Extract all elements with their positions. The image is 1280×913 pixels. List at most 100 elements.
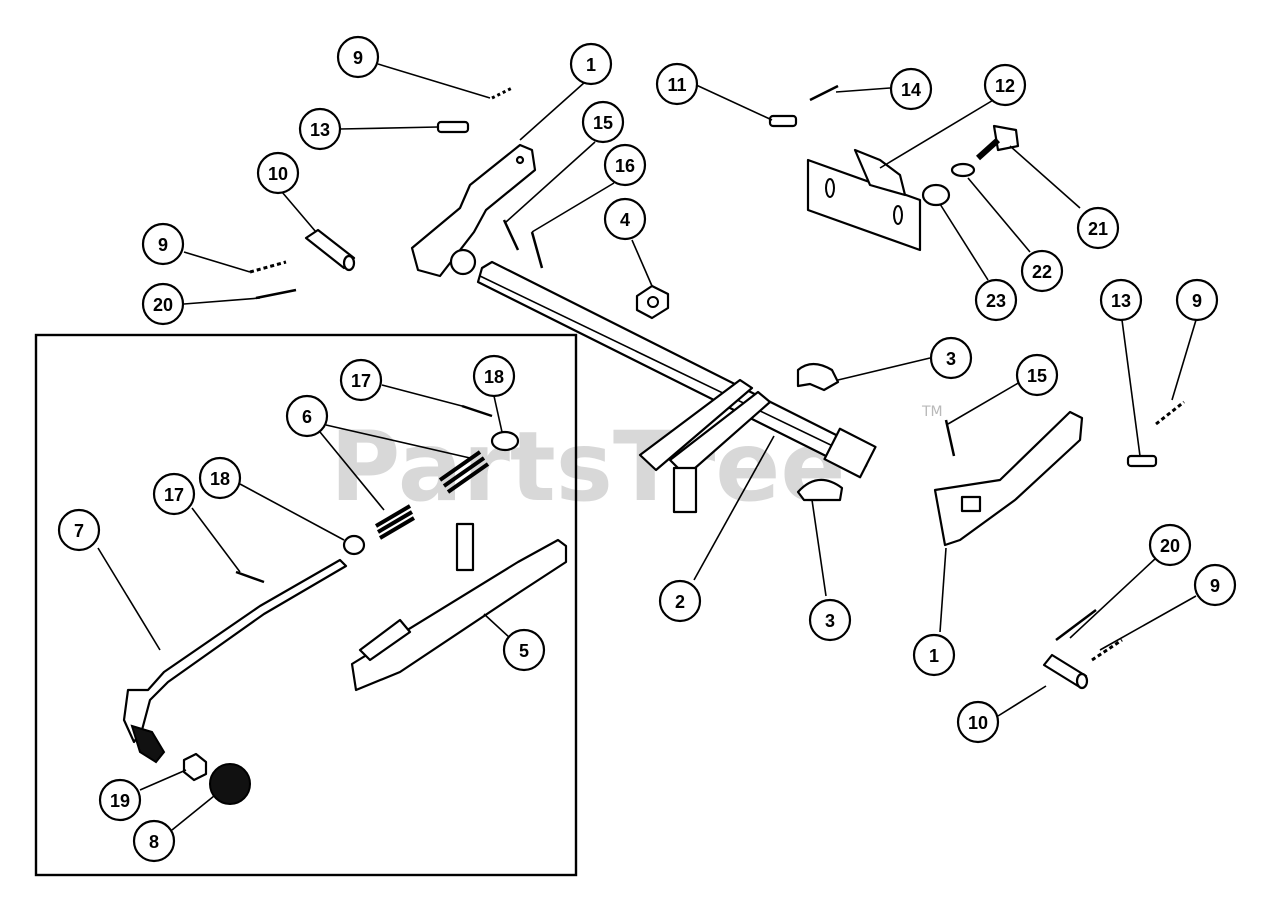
callout-2: 2 [658,579,702,623]
callout-label: 17 [164,485,184,505]
callout-circle [808,598,852,642]
callout-circle [132,819,176,863]
callout-circle [152,472,196,516]
callout-circle [98,778,142,822]
pin-part-10-upper [304,228,356,272]
callout-label: 7 [74,521,84,541]
callout-circle [1193,563,1237,607]
callout-18: 18 [198,456,242,500]
callout-label: 9 [1210,576,1220,596]
callout-circle [974,278,1018,322]
watermark-tm: TM [921,404,943,420]
nut-part-19 [182,752,208,782]
callout-label: 16 [615,156,635,176]
washer-part-18-lower [342,534,366,556]
callout-label: 1 [586,55,596,75]
leader-6a [325,424,471,459]
pin-part-13-lower [1126,454,1158,468]
nut-part-4 [635,284,670,320]
callout-label: 4 [620,210,630,230]
callout-1: 1 [569,42,613,86]
callout-label: 5 [519,641,529,661]
callout-20: 20 [141,282,185,326]
callout-label: 9 [1192,291,1202,311]
callout-20: 20 [1148,523,1192,567]
callout-label: 11 [667,75,686,95]
callout-label: 22 [1032,262,1052,282]
leader-20a [183,297,261,305]
callout-21: 21 [1076,206,1120,250]
leader-4 [631,239,653,287]
callout-label: 23 [986,291,1006,311]
callout-circle [658,579,702,623]
callout-label: 17 [351,371,371,391]
leader-10a [281,191,317,233]
washer-part-23 [921,183,951,207]
callout-circle [502,628,546,672]
leader-9a [377,63,491,99]
leader-13a [339,126,439,130]
callout-circle [603,197,647,241]
callout-label: 15 [1027,366,1047,386]
leader-1a [519,81,586,141]
leader-13b [1121,319,1141,457]
plate-part-12 [806,148,922,252]
callout-10: 10 [256,151,300,195]
spring-part-6-lower [374,504,416,540]
knob-part-8 [209,763,251,805]
clip-part-9-right [1155,400,1185,426]
cotter-part-17-lower [235,570,265,584]
callout-label: 1 [929,646,939,666]
callout-10: 10 [956,700,1000,744]
washer-part-18-upper [490,430,520,452]
leader-9b [183,251,251,273]
leader-3b [811,499,827,597]
callout-circle [1015,353,1059,397]
leader-6b [319,431,385,511]
callout-1: 1 [912,633,956,677]
leader-17a [381,384,463,407]
callout-9: 9 [1193,563,1237,607]
leader-2 [693,435,775,581]
callout-15: 15 [581,100,625,144]
leader-3a [837,357,931,381]
callout-4: 4 [603,197,647,241]
callout-label: 8 [149,832,159,852]
callout-22: 22 [1020,249,1064,293]
leader-22 [967,177,1031,253]
callout-label: 6 [302,407,312,427]
callout-label: 13 [1111,291,1131,311]
callout-circle [339,358,383,402]
cotter-part-15-lower [944,419,956,457]
callout-3: 3 [929,336,973,380]
callout-7: 7 [57,508,101,552]
cotter-part-16 [530,231,544,269]
callout-circle [1076,206,1120,250]
leader-9d [1099,595,1197,651]
slide-bar-part-5 [350,522,568,692]
callout-label: 3 [825,611,835,631]
callout-label: 18 [484,367,504,387]
cotter-part-20-left [255,288,297,300]
leader-15b [947,381,1021,425]
leader-11 [693,83,773,121]
leader-14 [835,87,891,93]
clip-part-9-top [491,86,513,100]
leader-5 [483,613,511,639]
cotter-part-20-right [1055,609,1097,641]
callout-label: 10 [268,164,288,184]
callout-8: 8 [132,819,176,863]
callout-label: 9 [353,48,363,68]
leader-23 [939,203,989,281]
callout-5: 5 [502,628,546,672]
leader-20b [1069,557,1157,639]
callout-16: 16 [603,143,647,187]
callout-label: 3 [946,349,956,369]
callout-circle [141,282,185,326]
callout-circle [141,222,185,266]
callout-17: 17 [152,472,196,516]
callout-circle [256,151,300,195]
callout-circle [1099,278,1143,322]
callout-19: 19 [98,778,142,822]
